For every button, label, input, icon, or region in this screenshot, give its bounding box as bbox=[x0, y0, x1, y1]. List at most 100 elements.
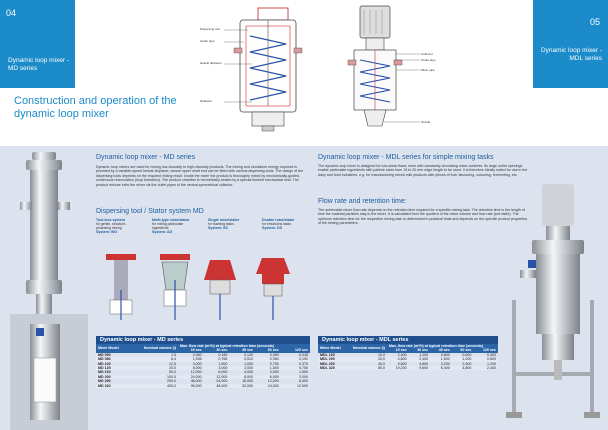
table-cell: 1,500 bbox=[255, 366, 281, 371]
table-cell: 3,000 bbox=[280, 374, 310, 380]
mdl-col-60: 60 sec bbox=[451, 348, 474, 353]
stator-wo-icon bbox=[106, 254, 136, 320]
table-cell: 2,400 bbox=[473, 366, 498, 371]
table-cell: 6,400 bbox=[430, 366, 452, 371]
table-cell: 6,000 bbox=[178, 366, 204, 371]
stator-name: Tool-less system bbox=[96, 218, 125, 222]
page-number-left: 04 bbox=[6, 8, 17, 18]
table-cell: 48,000 bbox=[190, 379, 202, 384]
stator-system: System: DS bbox=[262, 226, 282, 231]
stator-desc: for emulsions tasks bbox=[262, 222, 292, 227]
stator-desc: for foaming tasks bbox=[208, 222, 234, 227]
stator-desc: for gentle, structure-protecting mixing bbox=[96, 222, 127, 231]
table-cell: 0,750 bbox=[280, 366, 310, 371]
table-cell: 4,800 bbox=[419, 361, 429, 366]
table-cell: 12,000 bbox=[267, 379, 279, 384]
table-cell: MDL 200 bbox=[318, 357, 347, 362]
content-band bbox=[0, 146, 608, 430]
page-title: Construction and operation of the dynami… bbox=[14, 95, 177, 120]
table-cell: MDL 320 bbox=[318, 366, 347, 371]
mdl-col-120: 120 sec bbox=[473, 348, 498, 353]
diagram-label-mixer-pipe: Mixer pipe bbox=[421, 68, 435, 72]
mdl-table-container: Dynamic loop mixer - MDL series Mixer Mo… bbox=[318, 336, 498, 371]
table-cell: 12,000 bbox=[280, 383, 310, 389]
md-table-title: Dynamic loop mixer - MD series bbox=[96, 336, 310, 344]
mdl-section-body: The dynamic loop mixer is designed for l… bbox=[318, 164, 528, 177]
stator-card-ag: Multi-type rotor/stator for mixing parti… bbox=[152, 218, 196, 235]
table-cell: 6,000 bbox=[299, 379, 308, 384]
table-cell: 2,400 bbox=[408, 357, 431, 362]
table-cell: 0,120 bbox=[244, 352, 254, 357]
table-cell: 3,000 bbox=[203, 366, 230, 371]
md-cutaway-diagram bbox=[224, 7, 303, 132]
table-cell: 2,400 bbox=[397, 352, 407, 357]
table-cell: 32,000 bbox=[229, 383, 256, 389]
table-cell: MD 250 bbox=[98, 379, 111, 384]
table-cell: MDL 160 bbox=[320, 352, 335, 357]
table-cell: 1,500 bbox=[218, 361, 228, 366]
diagram-label-nozzle: Nozzle bbox=[421, 120, 431, 124]
md-table-container: Dynamic loop mixer - MD series Mixer Mod… bbox=[96, 336, 310, 389]
table-cell: 16,000 bbox=[242, 379, 254, 384]
mdl-col-volume: Nominal volume (l) bbox=[346, 344, 387, 353]
md-col-volume: Nominal volume (l) bbox=[129, 344, 178, 353]
table-cell: MD 160 bbox=[98, 370, 111, 375]
mdl-table-title: Dynamic loop mixer - MDL series bbox=[318, 336, 498, 344]
mdl-cutaway-diagram bbox=[347, 5, 420, 127]
table-cell: 0,045 bbox=[299, 352, 308, 357]
stator-name: Single rotor/stator bbox=[208, 218, 240, 222]
table-cell: 6,000 bbox=[218, 370, 228, 375]
table-cell: 2,000 bbox=[229, 366, 256, 371]
md-col-model: Mixer Model bbox=[96, 344, 130, 353]
table-cell: 0,300 bbox=[487, 352, 496, 357]
table-cell: 24,000 bbox=[255, 383, 281, 389]
table-cell: 8,000 bbox=[229, 374, 256, 380]
table-cell: 1,5 bbox=[171, 352, 176, 357]
table-cell: 40,0 bbox=[377, 361, 385, 366]
mdl-col-15: 15 sec bbox=[386, 348, 409, 353]
dispersing-title: Dispersing tool / Stator system MD bbox=[96, 208, 204, 215]
stator-ds-icon bbox=[256, 258, 290, 320]
table-cell: 12,000 bbox=[203, 374, 230, 380]
table-cell: 80,0 bbox=[346, 366, 387, 371]
md-col-group: Max. flow rate (m³/h) at typical retenti… bbox=[178, 344, 310, 349]
page-subtitle-right: Dynamic loop mixer - MDL series bbox=[540, 47, 602, 62]
table-cell: 0,600 bbox=[473, 357, 498, 362]
stator-card-ss: Single rotor/stator for foaming tasks Sy… bbox=[208, 218, 252, 231]
table-cell: 3,000 bbox=[269, 370, 279, 375]
table-cell: 10,0 bbox=[377, 352, 385, 357]
table-cell: 96,000 bbox=[178, 383, 204, 389]
table-cell: 9,600 bbox=[408, 366, 431, 371]
diagram-label-helical-displacer: Helical displacer bbox=[200, 61, 222, 65]
table-cell: 19,200 bbox=[386, 366, 409, 371]
table-cell: 0,180 bbox=[218, 352, 228, 357]
table-cell: 24,000 bbox=[178, 374, 204, 380]
md-col-45: 45 sec bbox=[229, 348, 256, 353]
page-tab-left: 04 Dynamic loop mixer - MD series bbox=[0, 0, 75, 88]
flow-section-title: Flow rate and retention time: bbox=[318, 198, 407, 205]
table-cell: 0,750 bbox=[269, 361, 279, 366]
page-subtitle-left: Dynamic loop mixer - MD series bbox=[8, 57, 70, 72]
md-col-60: 60 sec bbox=[255, 348, 281, 353]
table-cell: 50,0 bbox=[169, 370, 176, 375]
table-cell: 0,384 bbox=[255, 357, 281, 362]
table-cell: 3,200 bbox=[440, 361, 450, 366]
stator-card-wo: Tool-less system for gentle, structure-p… bbox=[96, 218, 140, 235]
table-cell: MD 100 bbox=[98, 361, 111, 366]
stator-name: Double rotor/stator bbox=[262, 218, 295, 222]
table-cell: 0,600 bbox=[462, 352, 472, 357]
table-cell: 1,000 bbox=[244, 361, 254, 366]
md-table: Mixer Model Nominal volume (l) Max. flow… bbox=[96, 344, 310, 389]
table-cell: 0,800 bbox=[440, 352, 450, 357]
table-cell: 48,000 bbox=[203, 383, 230, 389]
